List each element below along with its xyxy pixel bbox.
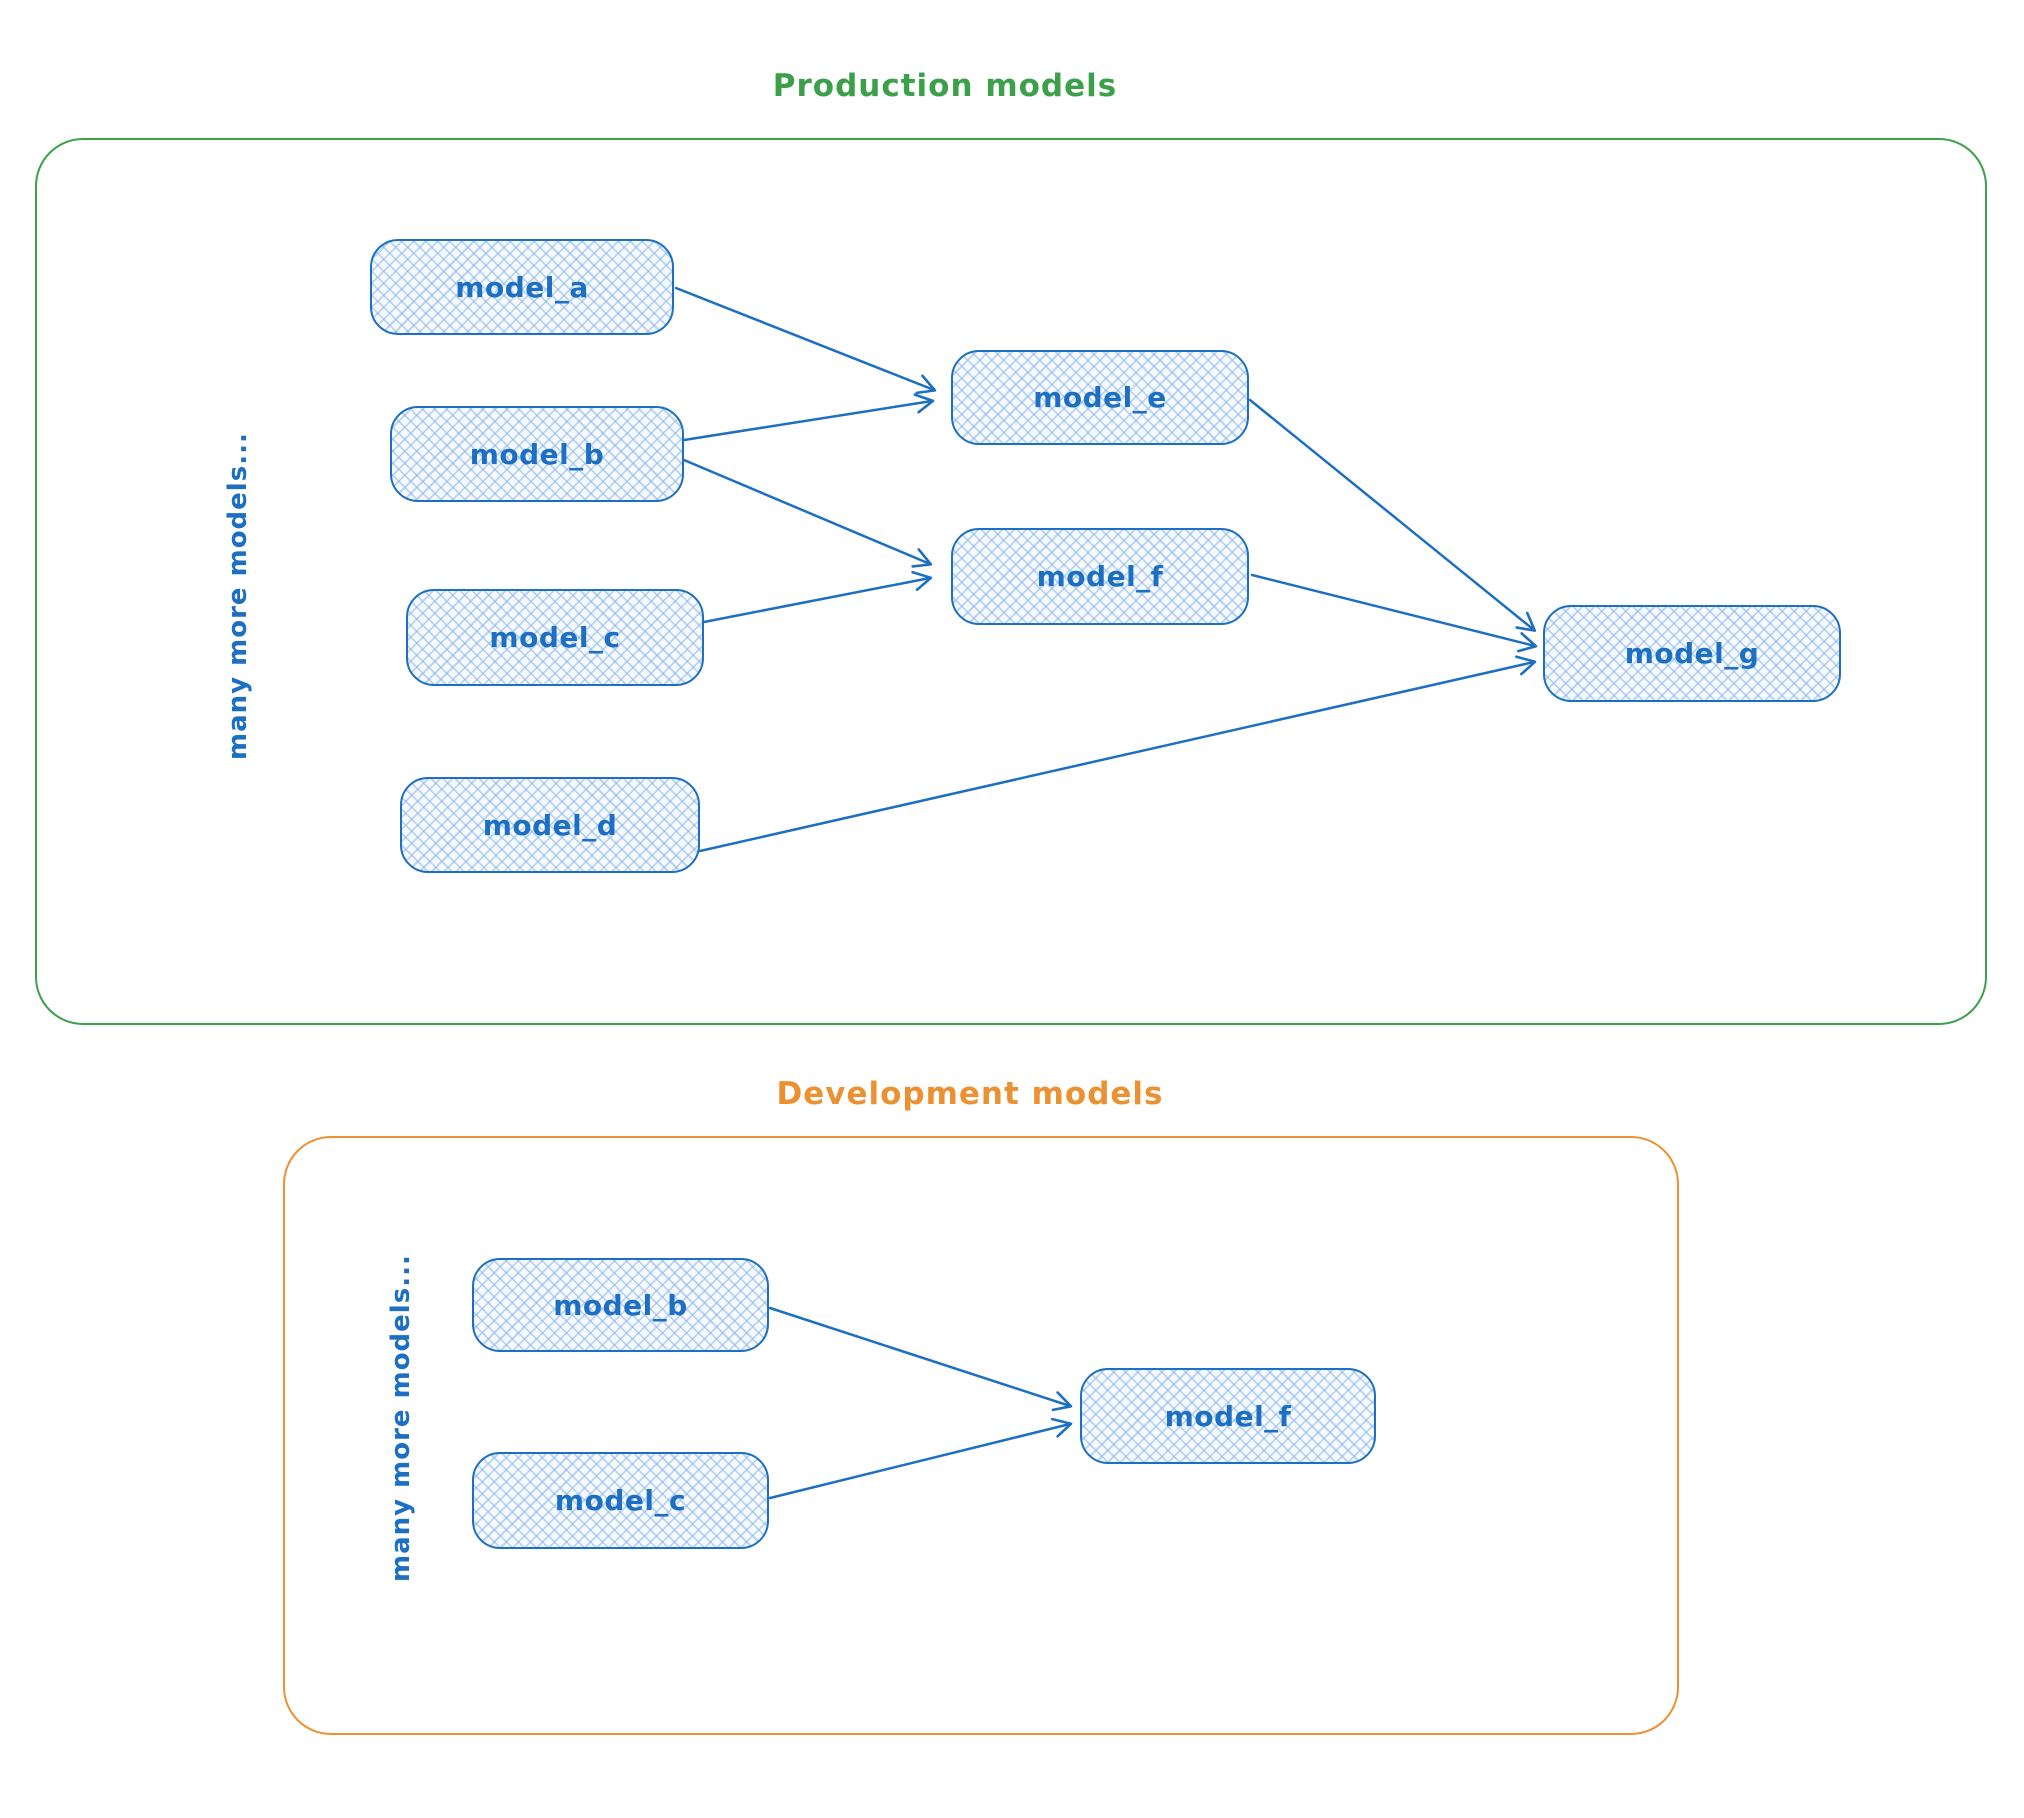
dev-node-model-c-label: model_c xyxy=(554,1484,687,1517)
node-model-f-label: model_f xyxy=(1036,560,1164,593)
development-title: Development models xyxy=(776,1076,1164,1112)
dev-node-model-f: model_f xyxy=(1080,1368,1376,1464)
node-model-e-label: model_e xyxy=(1033,381,1167,414)
dev-node-model-f-label: model_f xyxy=(1164,1399,1292,1433)
node-model-c: model_c xyxy=(406,589,704,686)
dev-node-model-b-label: model_b xyxy=(553,1288,688,1322)
node-model-f: model_f xyxy=(951,528,1249,625)
dev-node-model-b: model_b xyxy=(472,1258,769,1352)
development-container xyxy=(283,1136,1679,1735)
node-model-e: model_e xyxy=(951,350,1249,445)
production-title: Production models xyxy=(772,68,1118,104)
node-model-b: model_b xyxy=(390,406,684,502)
node-model-g-label: model_g xyxy=(1624,637,1760,670)
development-side-label: many more models... xyxy=(386,1254,416,1582)
dev-node-model-c: model_c xyxy=(472,1452,769,1549)
node-model-b-label: model_b xyxy=(469,437,605,471)
production-side-label: many more models... xyxy=(223,432,253,760)
node-model-a: model_a xyxy=(370,239,674,335)
node-model-g: model_g xyxy=(1543,605,1841,702)
production-container xyxy=(35,138,1987,1025)
node-model-c-label: model_c xyxy=(489,621,621,654)
node-model-d: model_d xyxy=(400,777,700,873)
node-model-d-label: model_d xyxy=(482,808,618,842)
node-model-a-label: model_a xyxy=(455,270,589,304)
